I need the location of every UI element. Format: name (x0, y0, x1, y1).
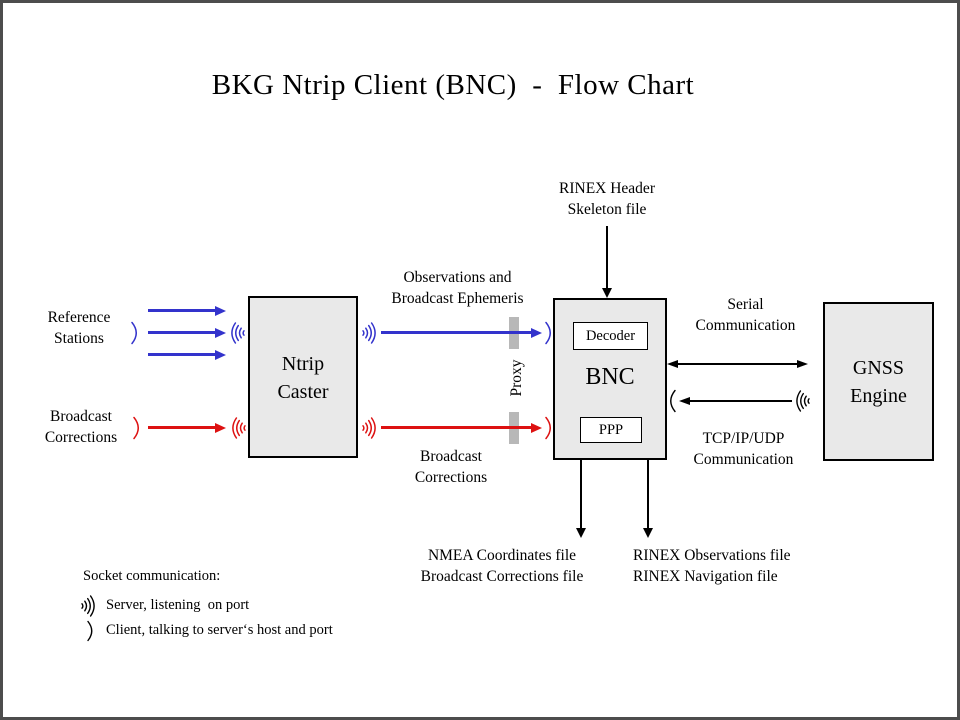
reference-stations-line2: Stations (54, 330, 104, 347)
broadcast-corrections-stream-line2: Corrections (414, 469, 488, 486)
broadcast-corrections-input-line2: Corrections (44, 429, 118, 446)
rinex-output-arrow-line (647, 460, 649, 528)
legend-server-text: Server, listening on port (106, 597, 250, 613)
rinex-header-line2: Skeleton file (567, 201, 647, 218)
broadcast-corrections-stream-line1: Broadcast (420, 448, 482, 465)
client-arc-icon-legend (85, 618, 97, 644)
client-arc-icon-blue-bnc (543, 320, 555, 346)
broadcast-corrections-input-label: Broadcast Corrections (11, 406, 151, 448)
server-waves-icon-legend (79, 593, 99, 619)
tcp-comm-label: TCP/IP/UDP Communication (651, 428, 836, 470)
nmea-output-arrow-head (576, 528, 586, 538)
blue-arrow-2-line (148, 331, 216, 334)
observations-ephemeris-line2: Broadcast Ephemeris (391, 290, 524, 307)
tcp-comm-line2: Communication (693, 451, 794, 468)
serial-arrow-line (678, 363, 798, 365)
legend-client-text: Client, talking to server‘s host and por… (106, 622, 333, 638)
blue-arrow-1-head (215, 306, 226, 316)
ntrip-caster-label-line2: Caster (277, 381, 329, 403)
ppp-box: PPP (580, 417, 642, 443)
rinex-header-line1: RINEX Header (559, 180, 655, 197)
ntrip-caster-label-line1: Ntrip (281, 353, 325, 375)
serial-arrow-left-head (667, 360, 678, 368)
serial-arrow-right-head (797, 360, 808, 368)
rinex-header-arrow-head (602, 288, 612, 298)
tcp-arrow-line (689, 400, 792, 402)
rinex-header-arrow-line (606, 226, 608, 288)
blue-arrow-1-line (148, 309, 216, 312)
nmea-output-line2: Broadcast Corrections file (420, 568, 584, 585)
gnss-engine-node: GNSS Engine (823, 302, 934, 461)
rinex-output-line1: RINEX Observations file (633, 547, 791, 564)
rinex-output-arrow-head (643, 528, 653, 538)
client-arc-icon-blue-left (129, 320, 141, 346)
observations-ephemeris-label: Observations and Broadcast Ephemeris (355, 267, 560, 309)
bnc-node: Decoder BNC PPP (553, 298, 667, 460)
tcp-comm-line1: TCP/IP/UDP (702, 430, 785, 447)
legend-heading: Socket communication: (83, 568, 221, 584)
blue-arrow-2-head (215, 328, 226, 338)
blue-stream-arrow-head (531, 328, 542, 338)
gnss-engine-label-line2: Engine (850, 385, 907, 407)
reference-stations-label: Reference Stations (13, 307, 145, 349)
server-waves-icon-blue-caster-right (360, 320, 380, 346)
blue-stream-arrow-line (381, 331, 531, 334)
broadcast-corrections-stream-label: Broadcast Corrections (390, 446, 512, 488)
red-arrow-line (148, 426, 216, 429)
bnc-node-label: BNC (585, 364, 635, 390)
client-arc-icon-red-bnc (543, 415, 555, 441)
server-waves-icon-red-caster-right (360, 415, 380, 441)
rinex-output-line2: RINEX Navigation file (633, 568, 778, 585)
server-waves-icon-blue-caster-left (227, 320, 247, 346)
server-waves-icon-red-caster-left (228, 415, 248, 441)
blue-arrow-3-line (148, 353, 216, 356)
server-waves-icon-black-gnss (792, 388, 812, 414)
rinex-header-label: RINEX Header Skeleton file (507, 178, 707, 220)
client-arc-icon-black-bnc (666, 388, 678, 414)
broadcast-corrections-input-line1: Broadcast (50, 408, 112, 425)
observations-ephemeris-line1: Observations and (403, 269, 512, 286)
nmea-output-line1: NMEA Coordinates file (427, 547, 577, 564)
serial-comm-line2: Communication (695, 317, 796, 334)
red-arrow-head (215, 423, 226, 433)
proxy-label: Proxy (508, 359, 525, 397)
serial-comm-label: Serial Communication (663, 294, 828, 336)
red-stream-arrow-line (381, 426, 531, 429)
ntrip-caster-node: Ntrip Caster (248, 296, 358, 458)
decoder-box: Decoder (573, 322, 648, 350)
client-arc-icon-red-left (131, 415, 143, 441)
red-stream-arrow-head (531, 423, 542, 433)
gnss-engine-label-line1: GNSS (852, 357, 905, 379)
page-title: BKG Ntrip Client (BNC) - Flow Chart (211, 69, 695, 101)
blue-arrow-3-head (215, 350, 226, 360)
nmea-output-label: NMEA Coordinates file Broadcast Correcti… (381, 545, 623, 587)
rinex-output-label: RINEX Observations file RINEX Navigation… (633, 545, 843, 587)
serial-comm-line1: Serial (727, 296, 764, 313)
reference-stations-line1: Reference (47, 309, 111, 326)
tcp-arrow-head (679, 397, 690, 405)
nmea-output-arrow-line (580, 460, 582, 528)
